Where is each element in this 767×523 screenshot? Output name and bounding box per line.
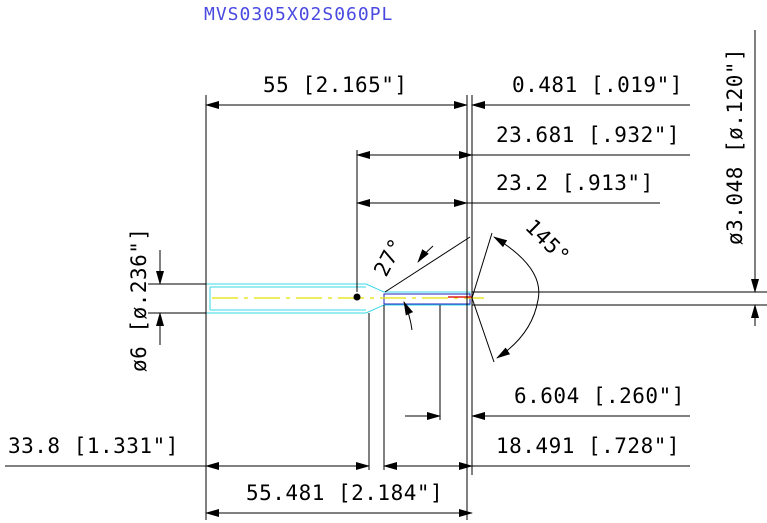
flute-outline — [383, 293, 471, 305]
angle-leader-point-bottom — [471, 297, 495, 363]
label-neck-length-total: 23.681 [.932"] — [496, 123, 680, 147]
angle-arc-point — [493, 236, 540, 359]
label-tip-diameter: ø3.048 [ø.120"] — [723, 48, 747, 245]
label-relief-length: 6.604 [.260"] — [514, 384, 685, 408]
label-shank-diameter: ø6 [ø.236"] — [127, 227, 151, 372]
label-tip-offset: 0.481 [.019"] — [512, 73, 683, 97]
label-flute-length: 18.491 [.728"] — [496, 434, 680, 458]
label-taper-angle: 27° — [369, 234, 409, 280]
angle-leader-taper — [384, 236, 471, 293]
dimension-labels: 55 [2.165"] 0.481 [.019"] 23.681 [.932"]… — [8, 48, 747, 505]
dimension-lines — [156, 30, 759, 517]
gauge-point-icon — [353, 293, 361, 301]
label-shank-length: 33.8 [1.331"] — [8, 434, 179, 458]
label-overall-length-neck: 55 [2.165"] — [263, 73, 408, 97]
label-overall-length: 55.481 [2.184"] — [246, 481, 443, 505]
label-point-angle: 145° — [520, 215, 574, 269]
label-neck-length: 23.2 [.913"] — [496, 171, 654, 195]
tool-body — [205, 283, 484, 314]
part-number-title: MVS0305X02S060PL — [204, 4, 393, 25]
angle-arc-taper — [417, 245, 434, 263]
angle-leader-point-top — [471, 232, 493, 299]
